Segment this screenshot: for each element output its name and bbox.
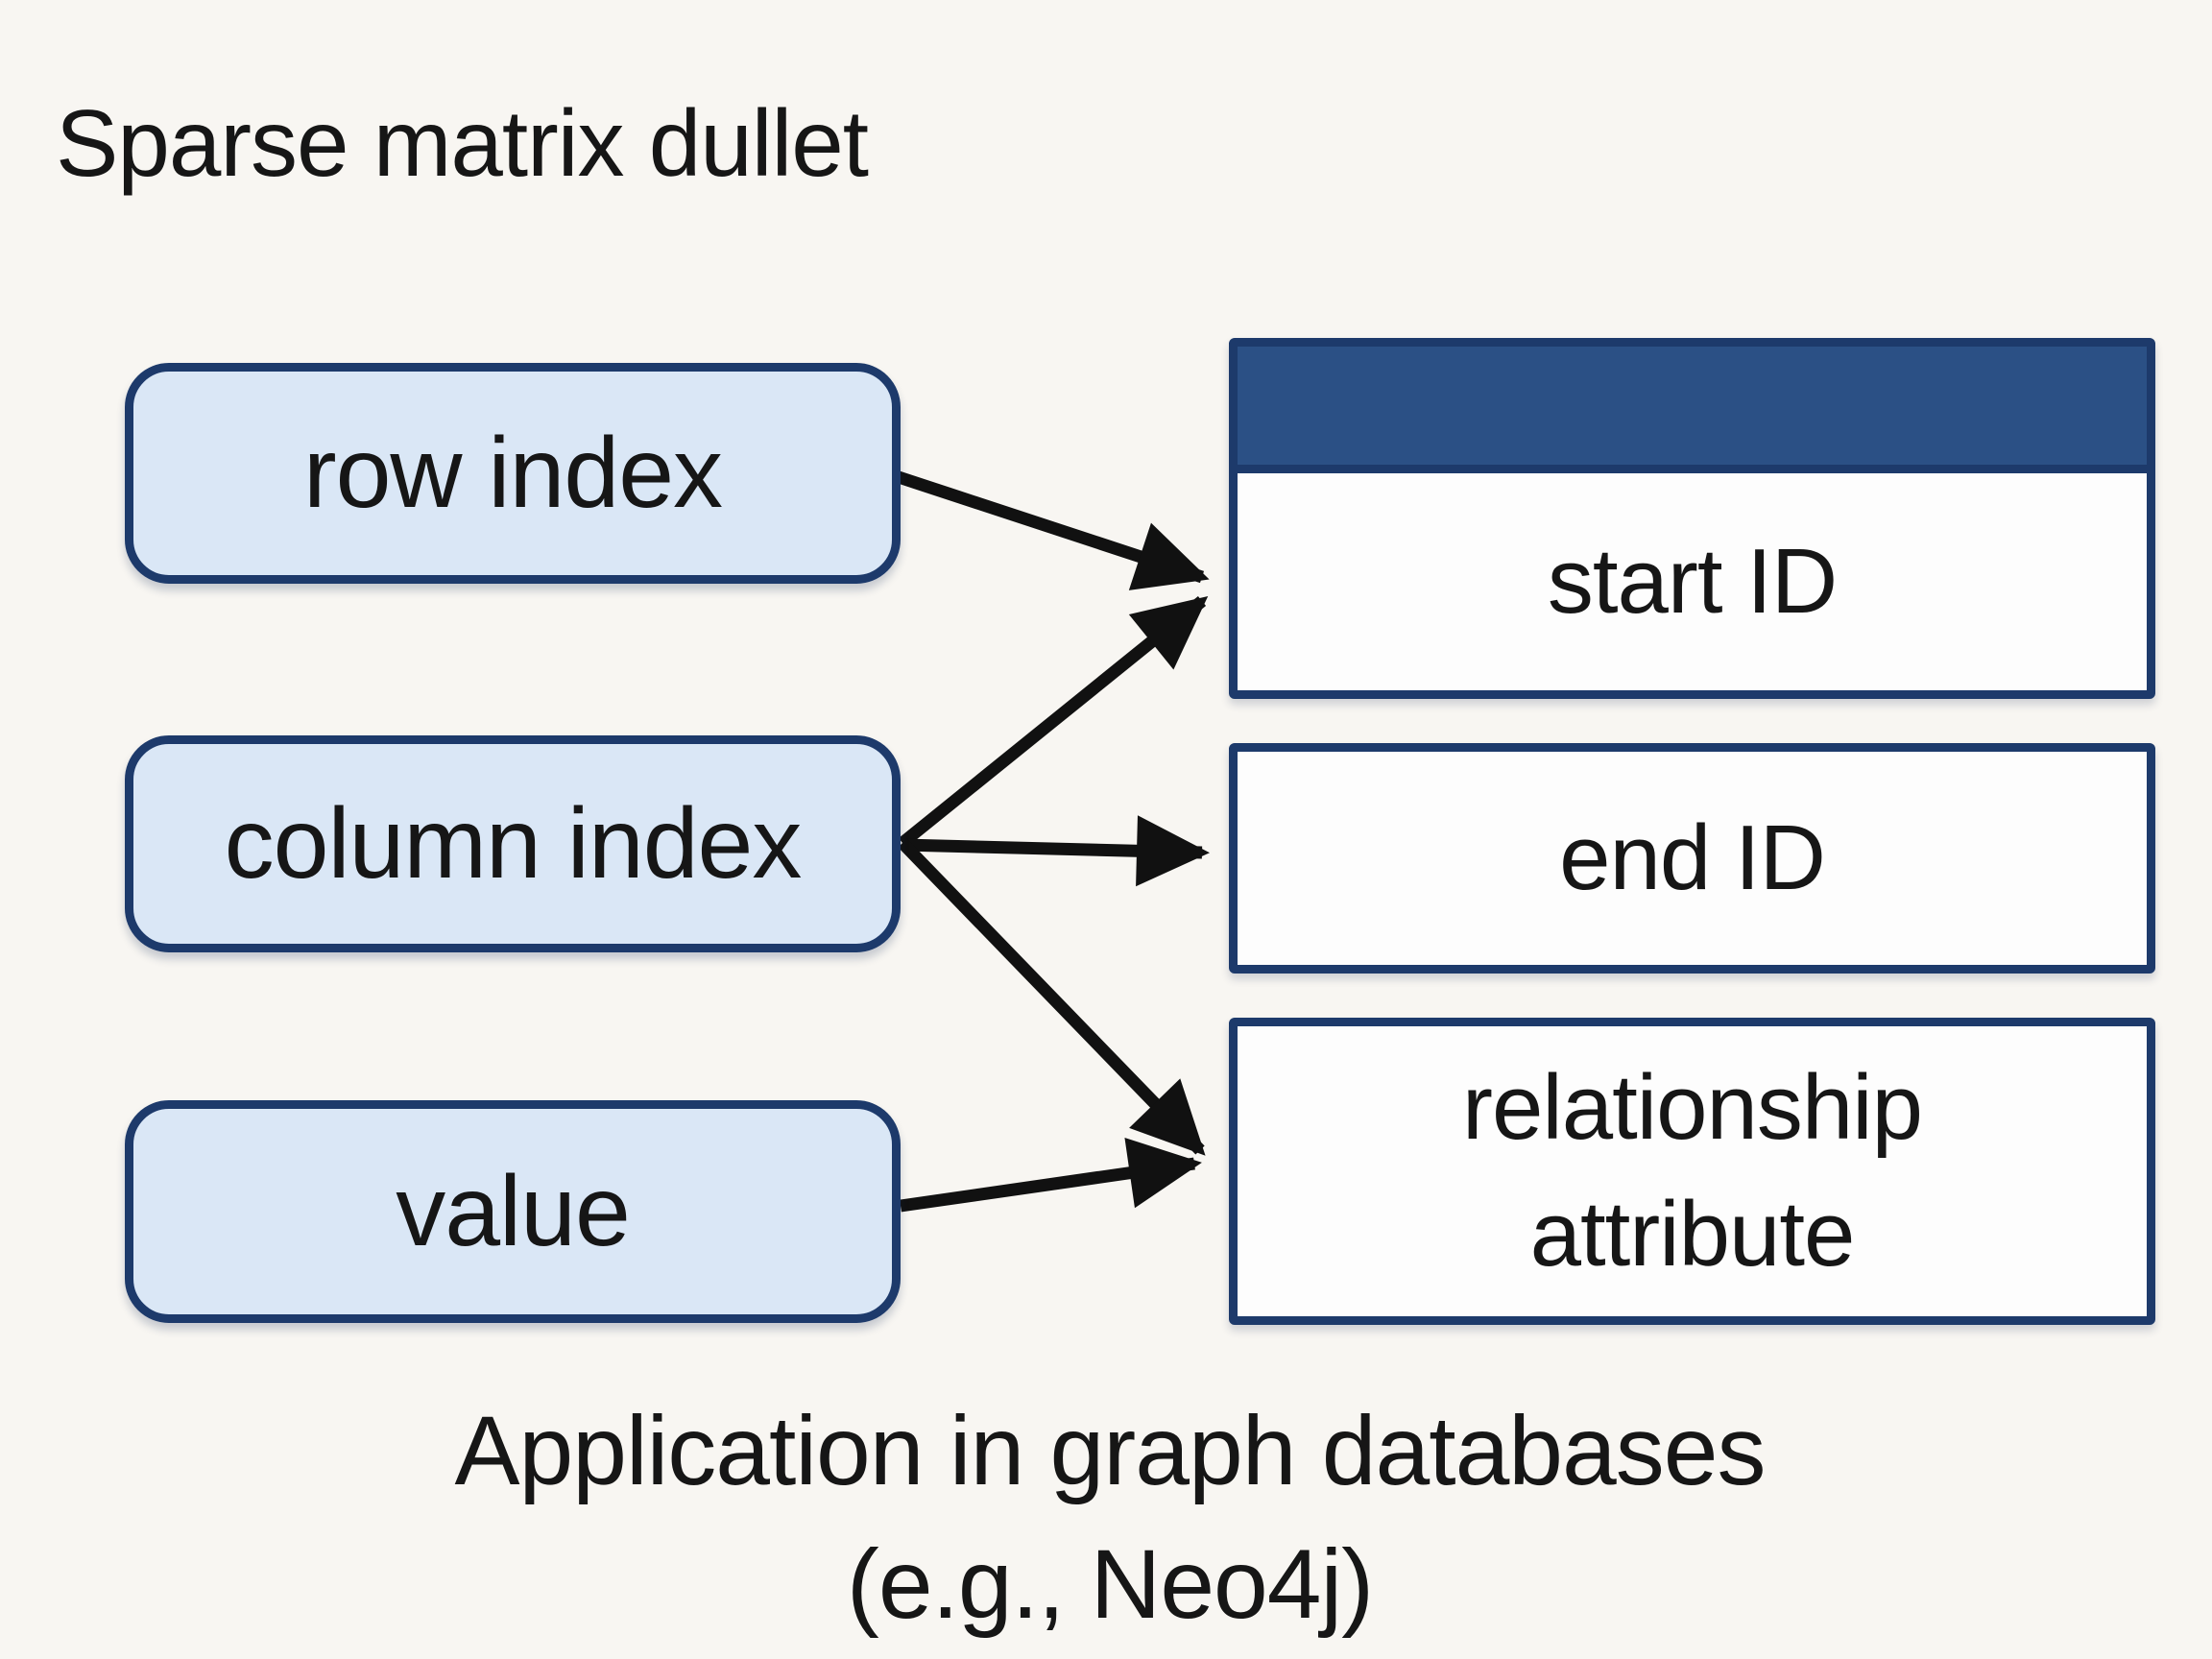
arrow-value-to-relationship-attribute bbox=[900, 1138, 1202, 1213]
node-relationship-attribute-label: relationship attribute bbox=[1462, 1055, 1923, 1286]
node-start-id-label: start ID bbox=[1547, 530, 1838, 633]
node-row-index: row index bbox=[125, 363, 901, 584]
node-start-id: start ID bbox=[1229, 338, 2155, 699]
node-value-label: value bbox=[396, 1155, 631, 1267]
caption-line-1: Application in graph databases bbox=[454, 1396, 1767, 1505]
node-column-index-label: column index bbox=[224, 787, 803, 900]
diagram-title: Sparse matrix dullet bbox=[56, 90, 869, 196]
arrow-row-index-to-start-id bbox=[896, 470, 1210, 590]
caption-line-2: (e.g., Neo4j) bbox=[846, 1528, 1374, 1639]
start-id-header-band bbox=[1238, 347, 2147, 473]
diagram-caption: Application in graph databases (e.g., Ne… bbox=[125, 1384, 2095, 1650]
node-row-index-label: row index bbox=[302, 417, 723, 529]
arrow-column-index-to-end-id bbox=[902, 815, 1210, 887]
arrow-column-index-to-start-id bbox=[898, 595, 1209, 849]
node-relationship-attribute: relationship attribute bbox=[1229, 1018, 2155, 1325]
node-value: value bbox=[125, 1100, 901, 1323]
node-column-index: column index bbox=[125, 735, 901, 952]
node-end-id: end ID bbox=[1229, 743, 2155, 974]
node-end-id-label: end ID bbox=[1559, 805, 1826, 909]
arrow-column-index-to-relationship-attribute bbox=[898, 838, 1206, 1156]
